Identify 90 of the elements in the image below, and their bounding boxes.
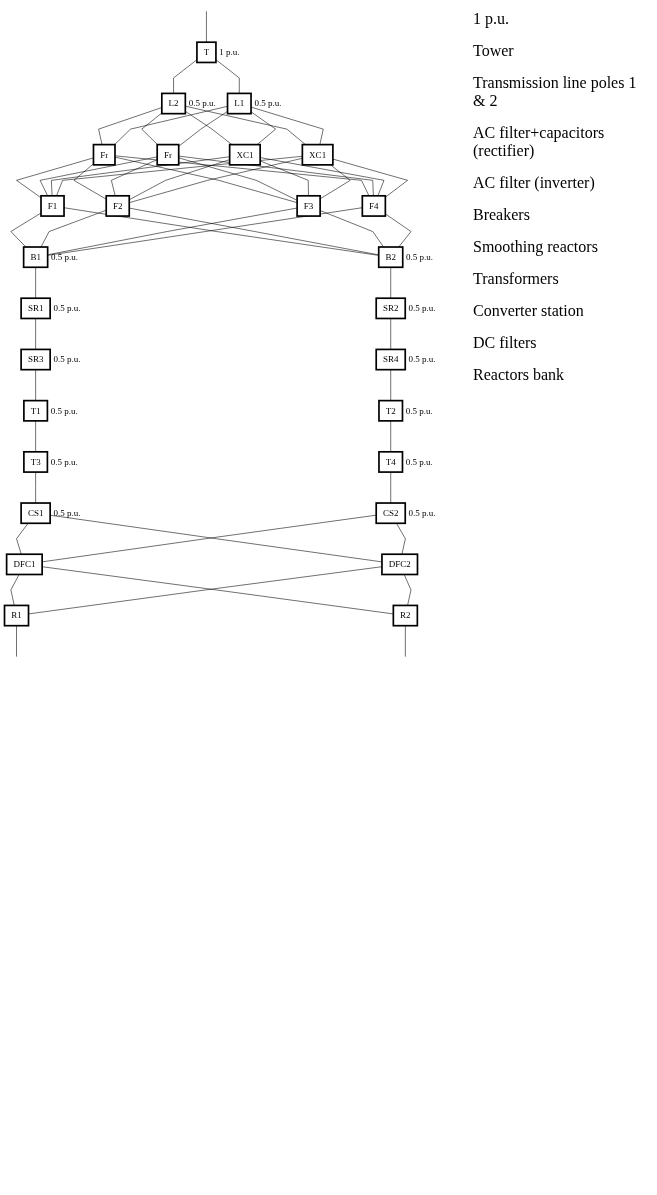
connection-line <box>35 471 36 504</box>
component-block: DFC1 <box>5 553 43 576</box>
block-description: Transformers <box>473 270 560 288</box>
value-label: 0.5 p.u. <box>408 303 436 314</box>
connection-line <box>178 157 298 201</box>
value-label: 0.5 p.u. <box>50 456 78 467</box>
component-block: L2 <box>160 92 187 115</box>
connection-line <box>390 369 391 401</box>
connection-line <box>390 318 391 350</box>
component-block: F3 <box>296 194 321 217</box>
connection-line <box>185 105 306 145</box>
connection-line <box>10 574 20 606</box>
component-block: SR4 <box>375 348 407 371</box>
component-block: T1 <box>23 399 49 422</box>
connection-line <box>215 59 240 94</box>
component-block: XC1 <box>301 143 334 166</box>
connection-line <box>35 318 36 350</box>
connection-line <box>35 420 36 453</box>
value-label: 0.5 p.u. <box>53 354 81 365</box>
connection-line <box>35 267 36 299</box>
connection-line <box>16 523 29 555</box>
value-label: 0.5 p.u. <box>53 507 81 518</box>
block-description: DC filters <box>473 334 538 352</box>
block-description: Converter station <box>473 302 585 320</box>
value-label: 0.5 p.u. <box>405 405 433 416</box>
component-block: T2 <box>378 399 404 422</box>
value-label: 0.5 p.u. <box>50 405 78 416</box>
component-block: T3 <box>23 450 49 473</box>
component-block: SR3 <box>20 348 51 371</box>
connection-line <box>39 156 158 197</box>
connection-line <box>173 59 198 94</box>
value-label: 1 p.u. <box>219 47 240 58</box>
block-description: Smoothing reactors <box>473 238 599 256</box>
component-block: CS1 <box>20 502 51 525</box>
component-block: F1 <box>40 194 65 217</box>
value-label: 0.5 p.u. <box>53 303 81 314</box>
block-description: Tower <box>473 42 515 60</box>
block-description: AC filter (inverter) <box>473 174 596 192</box>
connection-line <box>10 212 42 248</box>
block-description: Reactors bank <box>473 366 566 384</box>
connection-line <box>40 209 107 248</box>
component-block: F2 <box>105 194 131 217</box>
component-block: T <box>196 41 217 64</box>
value-label: 0.5 p.u. <box>188 98 216 109</box>
connection-line <box>396 523 406 555</box>
component-block: L1 <box>226 92 252 115</box>
block-description: 1 p.u. <box>473 10 510 28</box>
connection-line <box>111 159 158 197</box>
component-block: SR2 <box>375 297 407 320</box>
connection-line <box>51 156 230 197</box>
connection-line <box>114 155 370 197</box>
component-block: DFC2 <box>381 553 419 576</box>
connection-line <box>390 267 391 299</box>
connection-line <box>390 420 391 453</box>
block-description: AC filter+capacitors (rectifier) <box>473 124 606 160</box>
value-label: 0.5 p.u. <box>408 507 436 518</box>
component-block: R2 <box>392 604 419 627</box>
block-description: Transmission line poles 1 & 2 <box>473 74 638 110</box>
component-block: Fr <box>92 143 116 166</box>
connection-line <box>332 158 408 198</box>
component-block: B2 <box>377 246 404 269</box>
value-label: 0.5 p.u. <box>408 354 436 365</box>
connection-line <box>47 207 298 256</box>
component-block: CS2 <box>375 502 407 525</box>
component-block: XC1 <box>228 143 261 166</box>
connection-line <box>141 112 163 145</box>
component-block: SR1 <box>20 297 51 320</box>
connection-line <box>206 10 207 43</box>
connection-line <box>403 574 412 606</box>
connection-line <box>56 156 303 197</box>
value-label: 0.5 p.u. <box>254 98 282 109</box>
connection-line <box>35 369 36 401</box>
component-block: T4 <box>378 450 404 473</box>
value-label: 0.5 p.u. <box>51 251 78 262</box>
block-description: Breakers <box>473 206 531 224</box>
connection-line <box>114 106 228 145</box>
connection-line <box>16 157 94 199</box>
component-block: R1 <box>3 604 30 627</box>
connection-line <box>185 111 233 145</box>
component-block: F4 <box>361 194 387 217</box>
connection-line <box>73 163 107 200</box>
connection-line <box>16 625 17 657</box>
connection-line <box>178 111 228 147</box>
connection-line <box>405 625 406 657</box>
value-label: 0.5 p.u. <box>406 251 434 262</box>
value-label: 0.5 p.u. <box>405 456 433 467</box>
connection-line <box>390 471 391 504</box>
component-block: Fr <box>156 143 180 166</box>
connection-line <box>385 213 412 248</box>
component-block: B1 <box>22 246 49 269</box>
